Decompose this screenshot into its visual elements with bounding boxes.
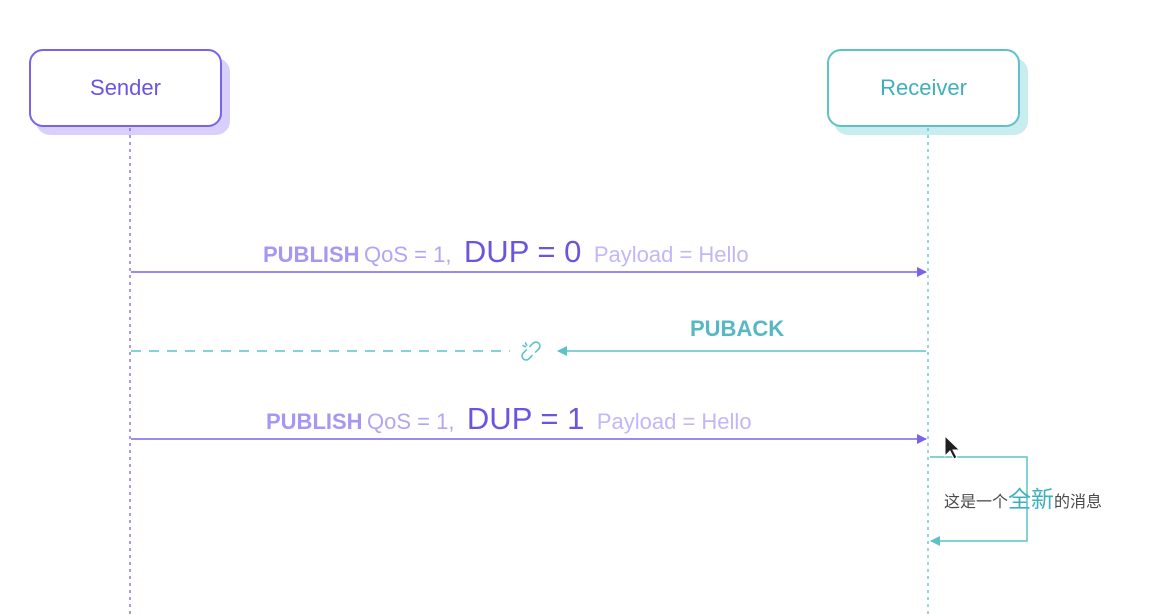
receiver-label: Receiver (880, 75, 967, 100)
payload-value: Payload = Hello (593, 242, 749, 267)
note-suffix: 的消息 (1054, 492, 1103, 511)
publish-keyword: PUBLISH (266, 409, 363, 434)
dup-flag: DUP = 1 (466, 401, 585, 436)
qos-value: QoS = 1, (367, 409, 455, 434)
qos-value: QoS = 1, (364, 242, 452, 267)
sender-participant: Sender (29, 49, 222, 127)
broken-link-icon (521, 341, 541, 361)
self-message-arrow (930, 456, 1028, 546)
mouse-cursor-icon (944, 434, 961, 460)
receiver-participant: Receiver (827, 49, 1020, 127)
note-highlight: 全新 (1008, 487, 1055, 513)
new-message-note: 这是一个全新的消息 (944, 487, 1102, 515)
publish-keyword: PUBLISH (263, 242, 360, 267)
payload-value: Payload = Hello (596, 409, 752, 434)
puback-label: PUBACK (690, 316, 785, 341)
dup-flag: DUP = 0 (463, 234, 582, 269)
sender-label: Sender (90, 75, 161, 100)
publish-message-label-1: PUBLISH QoS = 1, DUP = 0 Payload = Hello (263, 236, 749, 267)
note-prefix: 这是一个 (944, 492, 1009, 511)
publish-message-label-2: PUBLISH QoS = 1, DUP = 1 Payload = Hello (266, 403, 752, 434)
